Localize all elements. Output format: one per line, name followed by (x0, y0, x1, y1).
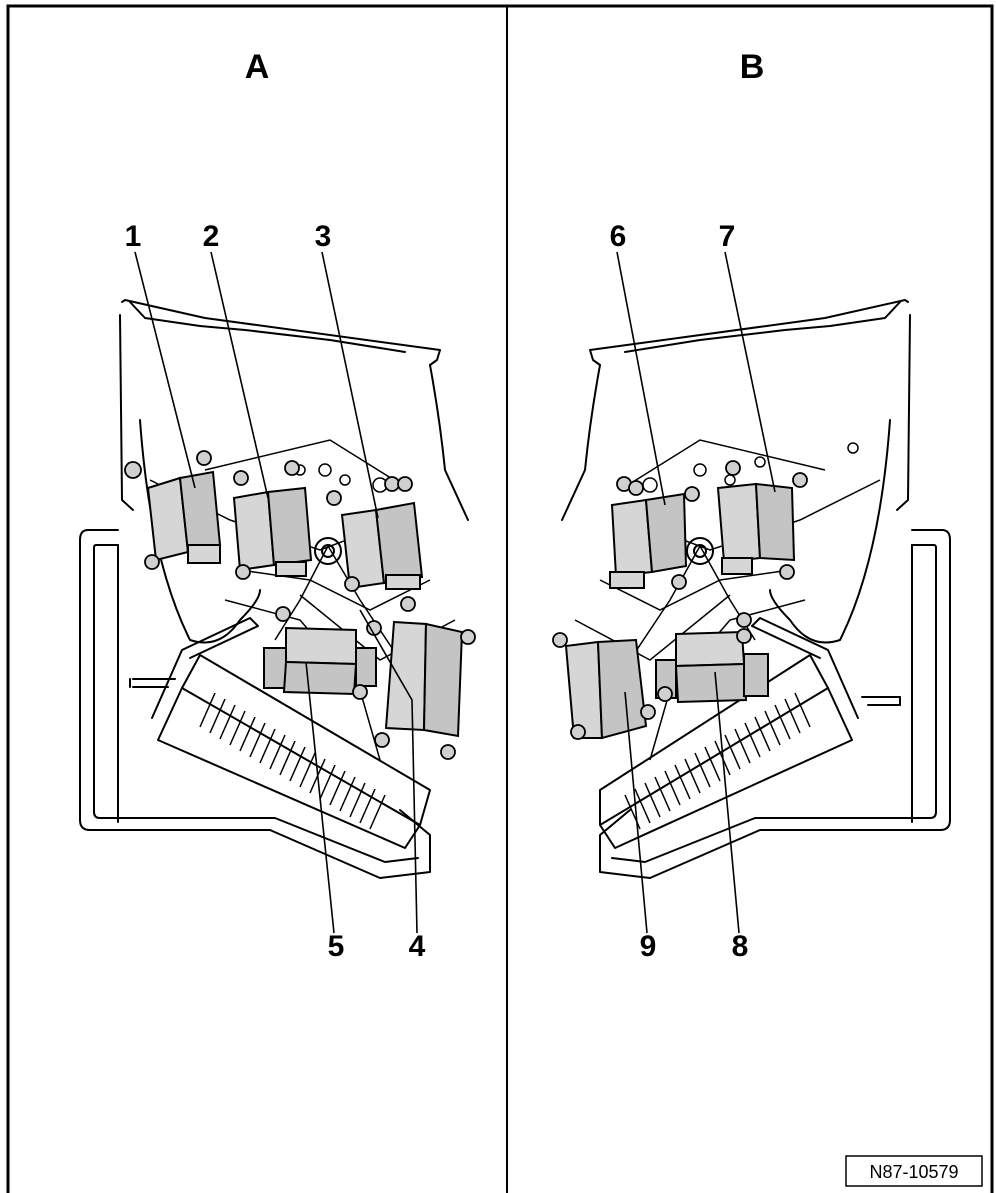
callout-8: 8 (732, 930, 749, 963)
panel-b: B (552, 48, 983, 1187)
reference-code: N87-10579 (869, 1162, 958, 1182)
actuator-5 (263, 606, 382, 700)
actuator-4 (374, 596, 476, 760)
callout-5: 5 (328, 930, 345, 963)
actuator-1 (124, 450, 222, 570)
actuator-6 (609, 476, 700, 590)
bellows-ribs-a (199, 692, 386, 830)
leader-lines-b (616, 251, 776, 934)
panel-a: A (79, 48, 476, 963)
actuator-8 (655, 612, 769, 704)
callout-4: 4 (409, 930, 426, 963)
bellows-ribs-b (624, 692, 811, 830)
panel-b-title: B (740, 48, 765, 86)
leader-lines-a (134, 251, 418, 934)
callout-1: 1 (125, 220, 142, 253)
callout-6: 6 (610, 220, 627, 253)
panel-a-title: A (245, 48, 270, 86)
callout-9: 9 (640, 930, 657, 963)
actuator-3 (326, 476, 424, 592)
actuator-9 (552, 632, 656, 740)
callout-3: 3 (315, 220, 332, 253)
housing-a (79, 299, 469, 879)
actuator-2 (232, 460, 313, 580)
actuator-7 (716, 460, 808, 580)
callout-7: 7 (719, 220, 736, 253)
diagram-border (6, 4, 994, 1193)
reference-code-box: N87-10579 (845, 1155, 983, 1187)
callout-2: 2 (203, 220, 220, 253)
